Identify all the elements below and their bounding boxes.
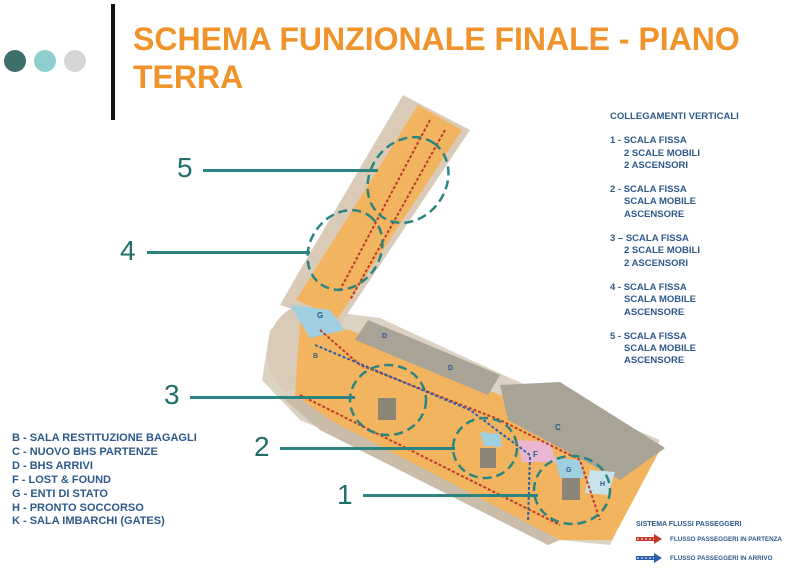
decor-dots [4,50,86,72]
connection-item-2: 2 - SCALA FISSA SCALA MOBILE ASCENSORE [610,184,696,220]
zone-legend: B - SALA RESTITUZIONE BAGAGLI C - NUOVO … [12,432,197,529]
callout-3: 3 [164,379,180,410]
flow-arrival-label: FLUSSO PASSEGGERI IN ARRIVO [670,554,773,562]
connection-item-3: 3 – SCALA FISSA 2 SCALE MOBILI 2 ASCENSO… [610,233,701,269]
connection-item-4: 4 - SCALA FISSA SCALA MOBILE ASCENSORE [610,281,696,318]
page-title: SCHEMA FUNZIONALE FINALE - PIANO TERRA [133,21,740,95]
zone-letter-d-2: D [448,365,453,372]
bhs-arrivals-roof [355,320,500,395]
callout-3-line [190,396,355,399]
zone-letter-h: H [600,481,605,488]
legend-item-f: F - LOST & FOUND [12,473,111,486]
legend-item-c: C - NUOVO BHS PARTENZE [12,445,158,458]
legend-item-g: G - ENTI DI STATO [12,487,108,500]
ring-2 [451,416,519,480]
decor-dot-dark [4,50,26,72]
bhs-departures-roof [500,382,665,480]
legend-item-k: K - SALA IMBARCHI (GATES) [12,515,165,528]
callout-5: 5 [177,152,193,183]
arrival-arrow-icon [636,553,662,563]
zone-letter-d-1: D [382,333,387,340]
decor-dot-grey [64,50,86,72]
zone-g-north [290,305,345,338]
north-wing-core [296,105,462,318]
stair-2 [480,448,496,468]
ring-3 [348,363,428,437]
arrival-flow-path [314,344,532,523]
flow-arrival-row: FLUSSO PASSEGGERI IN ARRIVO [636,553,794,563]
callout-1-line [363,494,538,497]
connection-item-5: 5 - SCALA FISSA SCALA MOBILE ASCENSORE [610,330,696,367]
ring-4 [306,208,384,292]
zone-letter-f: F [533,450,538,459]
legend-item-h: H - PRONTO SOCCORSO [12,501,144,514]
callout-4-line [147,251,310,254]
passenger-flow-legend: SISTEMA FLUSSI PASSEGGERI FLUSSO PASSEGG… [636,521,794,572]
zone-letter-c: C [555,423,561,432]
callout-2: 2 [254,431,270,462]
callout-5-line [203,169,378,172]
vertical-connections-panel: COLLEGAMENTI VERTICALI 1 - SCALA FISSA 2… [610,111,790,380]
ring-1 [532,454,612,526]
legend-item-b: B - SALA RESTITUZIONE BAGAGLI [12,432,197,444]
main-block-south-edge [285,395,560,545]
title-divider [111,4,115,120]
departure-arrow-icon [636,534,662,544]
zone-f [518,440,556,462]
departure-flow-path-2 [299,129,561,526]
connection-item-1: 1 - SCALA FISSA 2 SCALE MOBILI 2 ASCENSO… [610,135,701,171]
zone-g-east [555,458,584,478]
zone-letter-g-east: G [566,467,572,474]
zone-g-south [480,432,502,447]
zone-letter-g-north: G [317,311,323,320]
callout-4: 4 [120,235,136,266]
flow-departure-label: FLUSSO PASSEGGERI IN PARTENZA [670,535,783,543]
flow-legend-title: SISTEMA FLUSSI PASSEGGERI [636,521,742,528]
stair-3 [378,398,396,420]
flow-departure-row: FLUSSO PASSEGGERI IN PARTENZA [636,534,794,544]
stair-1 [562,478,580,500]
zone-letter-b: B [313,353,318,360]
vertical-connections-header: COLLEGAMENTI VERTICALI [610,111,739,122]
decor-dot-light [34,50,56,72]
ring-5 [366,135,450,225]
callout-1: 1 [337,479,353,510]
departure-flow-path [319,119,601,521]
callout-2-line [280,447,455,450]
legend-item-d: D - BHS ARRIVI [12,459,93,472]
